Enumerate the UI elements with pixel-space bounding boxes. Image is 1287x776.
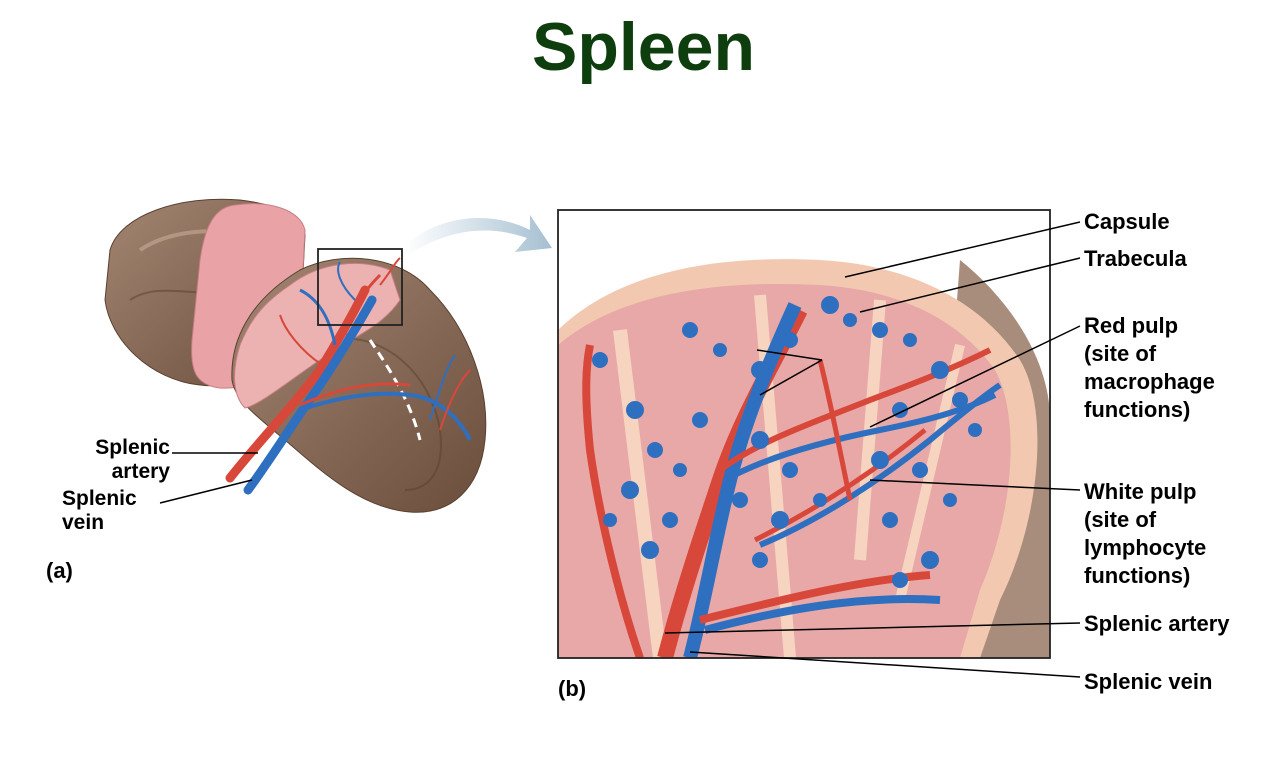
label-splenic-artery-a: Splenic artery xyxy=(80,436,170,484)
page-title: Spleen xyxy=(532,9,755,85)
zoom-region-box xyxy=(317,248,403,326)
leader-lines xyxy=(159,221,1081,678)
panel-b-tag: (b) xyxy=(558,676,587,701)
label-line: lymphocyte xyxy=(1084,535,1207,560)
label-line: vein xyxy=(62,511,105,534)
label-line: Splenic xyxy=(95,436,170,459)
label-line: functions) xyxy=(1084,563,1191,588)
label-line: (site of xyxy=(1084,507,1157,532)
zoom-arrow xyxy=(405,215,552,255)
label-line: (site of xyxy=(1084,341,1157,366)
spleen-section-detail xyxy=(558,210,1050,658)
label-white-pulp: White pulp (site of lymphocyte functions… xyxy=(1084,478,1206,590)
spleen-whole-organ xyxy=(104,198,487,513)
label-trabecula: Trabecula xyxy=(1084,246,1187,271)
label-red-pulp: Red pulp (site of macrophage functions) xyxy=(1084,312,1215,424)
label-splenic-vein-a: Splenic vein xyxy=(62,487,156,535)
label-splenic-vein-b: Splenic vein xyxy=(1084,669,1213,694)
label-line: Splenic xyxy=(62,487,137,510)
label-line: artery xyxy=(111,460,170,483)
label-line: functions) xyxy=(1084,397,1191,422)
label-splenic-artery-b: Splenic artery xyxy=(1084,611,1230,636)
panel-a-tag: (a) xyxy=(46,558,73,583)
label-line: White pulp xyxy=(1084,479,1197,504)
label-line: Red pulp xyxy=(1084,313,1179,338)
label-capsule: Capsule xyxy=(1084,209,1170,234)
detail-frame xyxy=(557,209,1051,659)
label-line: macrophage xyxy=(1084,369,1215,394)
